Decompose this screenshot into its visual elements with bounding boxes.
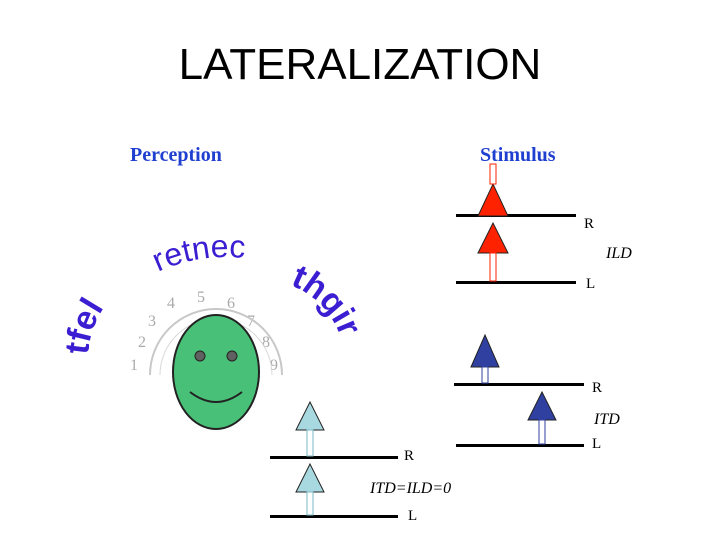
zero-stimulus [270, 400, 398, 518]
itd-stimulus [454, 333, 584, 447]
scale-number-3: 3 [148, 313, 156, 330]
itd-r-label: R [592, 380, 602, 396]
zero-l-label: L [408, 508, 417, 524]
zero-label: ITD=ILD=0 [369, 480, 451, 497]
arc-word-center: retnec [147, 228, 247, 279]
ild-r-label: R [584, 216, 594, 232]
face-icon [172, 314, 260, 430]
ild-l-label: L [586, 276, 595, 292]
scale-number-7: 7 [247, 313, 255, 330]
scale-number-1: 1 [130, 357, 138, 374]
scale-number-2: 2 [138, 334, 146, 351]
ild-stimulus [456, 163, 576, 284]
scale-number-5: 5 [197, 289, 205, 306]
head-arc [149, 308, 283, 376]
scale-number-4: 4 [167, 295, 175, 312]
scale-number-6: 6 [227, 295, 235, 312]
zero-r-label: R [404, 448, 414, 464]
stimulus-heading: Stimulus [480, 144, 556, 166]
arc-word-right: thgir [287, 257, 369, 340]
itd-l-label: L [592, 436, 601, 452]
itd-label: ITD [593, 411, 620, 428]
arc-word-left: tfel [58, 292, 111, 356]
perception-heading: Perception [130, 144, 222, 166]
scale-number-8: 8 [262, 334, 270, 351]
scale-number-9: 9 [270, 357, 278, 374]
ild-label: ILD [605, 245, 632, 262]
page-title: LATERALIZATION [178, 40, 542, 89]
